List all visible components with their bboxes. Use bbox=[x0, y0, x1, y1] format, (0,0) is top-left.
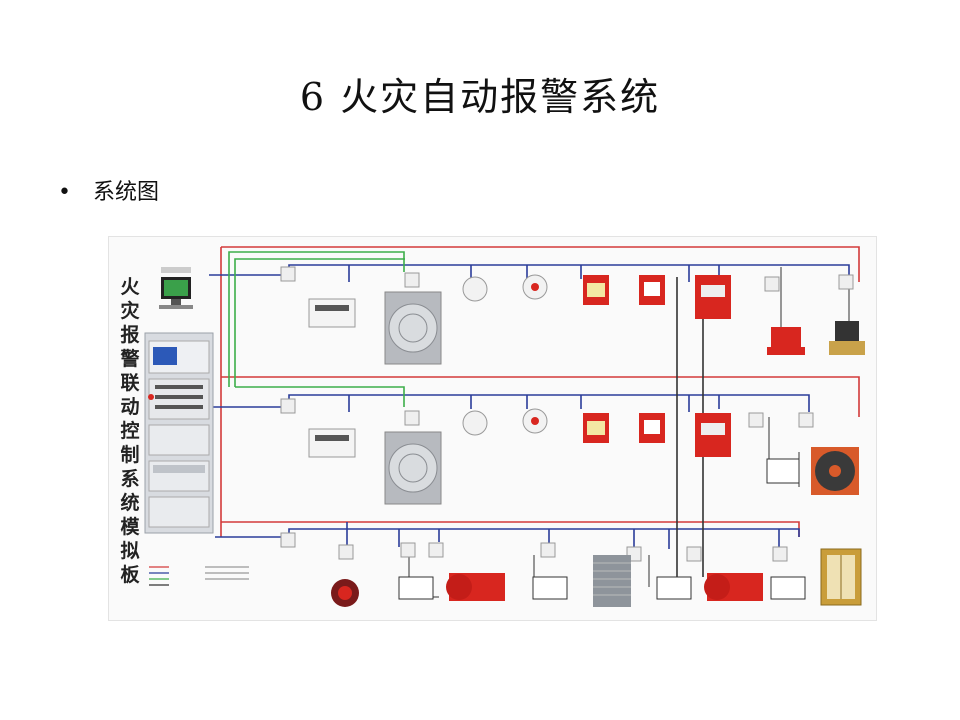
drop-line bbox=[348, 395, 720, 412]
module-icon bbox=[404, 272, 420, 288]
repeater-panels bbox=[308, 298, 356, 458]
control-box-icon bbox=[532, 576, 568, 600]
bus-lines bbox=[209, 246, 860, 598]
diagram-canvas bbox=[144, 246, 865, 607]
panel-title-char: 警 bbox=[120, 348, 140, 370]
panel-title-char: 拟 bbox=[120, 540, 140, 562]
speaker-icon bbox=[384, 431, 442, 505]
heat-detector-icon bbox=[522, 274, 548, 434]
module-icon bbox=[686, 546, 702, 562]
bullet-dot-icon: • bbox=[58, 180, 71, 205]
red-bus-line bbox=[221, 246, 860, 282]
manual-call-point-icon bbox=[583, 275, 609, 443]
panel-title-char: 火 bbox=[120, 276, 140, 298]
drop-line bbox=[348, 265, 720, 282]
panel-title-char: 联 bbox=[120, 372, 140, 394]
elevator-icon bbox=[820, 548, 862, 606]
legend-block bbox=[149, 566, 249, 586]
control-box-icon bbox=[656, 576, 692, 600]
module-icon bbox=[404, 410, 420, 426]
alarm-bell-icon bbox=[695, 275, 731, 457]
green-bus-line bbox=[235, 386, 405, 407]
blue-bus-line bbox=[209, 264, 850, 282]
monitor-icon bbox=[159, 267, 193, 309]
pump-icon bbox=[704, 573, 763, 601]
bullet-item: • 系统图 bbox=[58, 174, 159, 206]
pump-icon bbox=[446, 573, 505, 601]
red-bus-line bbox=[221, 376, 860, 417]
module-icon bbox=[400, 542, 416, 558]
module-icon bbox=[280, 266, 296, 282]
shutter-icon bbox=[593, 555, 631, 607]
module-icon bbox=[764, 276, 780, 292]
valve-icon bbox=[767, 321, 865, 355]
slide-title: 6 火灾自动报警系统 bbox=[299, 75, 661, 119]
module-icon bbox=[798, 412, 814, 428]
fire-alarm-system-diagram: 火 灾 报 警 联 动 控 制 系 统 模 拟 板 bbox=[108, 236, 877, 621]
module-icon bbox=[838, 274, 854, 290]
module-icon bbox=[540, 542, 556, 558]
speaker-icon bbox=[384, 291, 442, 365]
control-box-icon bbox=[398, 576, 434, 600]
module-icon bbox=[428, 542, 444, 558]
module-icon bbox=[338, 544, 354, 560]
fire-control-cabinet-icon bbox=[144, 332, 214, 534]
fan-icon bbox=[811, 447, 859, 495]
repeater-panel-icon bbox=[308, 298, 356, 328]
panel-title-char: 板 bbox=[120, 564, 140, 586]
panel-title-char: 制 bbox=[120, 444, 140, 466]
panel-title-char: 统 bbox=[120, 492, 140, 514]
blue-bus-line bbox=[215, 528, 800, 538]
bullet-text: 系统图 bbox=[93, 180, 160, 205]
panel-title-char: 系 bbox=[120, 468, 140, 490]
hydrant-button-icon bbox=[639, 275, 665, 443]
module-icon bbox=[772, 546, 788, 562]
module-icon bbox=[748, 412, 764, 428]
green-bus-line bbox=[234, 258, 405, 387]
smoke-detector-icon bbox=[462, 276, 488, 436]
green-bus-line bbox=[228, 251, 405, 387]
module-boxes bbox=[280, 266, 854, 562]
control-box-icons bbox=[398, 458, 806, 600]
panel-vertical-title: 火 灾 报 警 联 动 控 制 系 统 模 拟 板 bbox=[115, 275, 145, 587]
panel-title-char: 报 bbox=[120, 324, 140, 346]
control-box-icon bbox=[766, 458, 800, 484]
drop-line bbox=[346, 522, 780, 557]
panel-title-char: 动 bbox=[120, 396, 140, 418]
blue-bus-line bbox=[209, 394, 810, 412]
panel-title-char: 灾 bbox=[120, 300, 140, 322]
repeater-panel-icon bbox=[308, 428, 356, 458]
siren-icon bbox=[331, 579, 359, 607]
control-box-icon bbox=[770, 576, 806, 600]
module-icon bbox=[280, 532, 296, 548]
panel-title-char: 模 bbox=[120, 516, 140, 538]
panel-title-char: 控 bbox=[120, 420, 140, 442]
module-icon bbox=[280, 398, 296, 414]
